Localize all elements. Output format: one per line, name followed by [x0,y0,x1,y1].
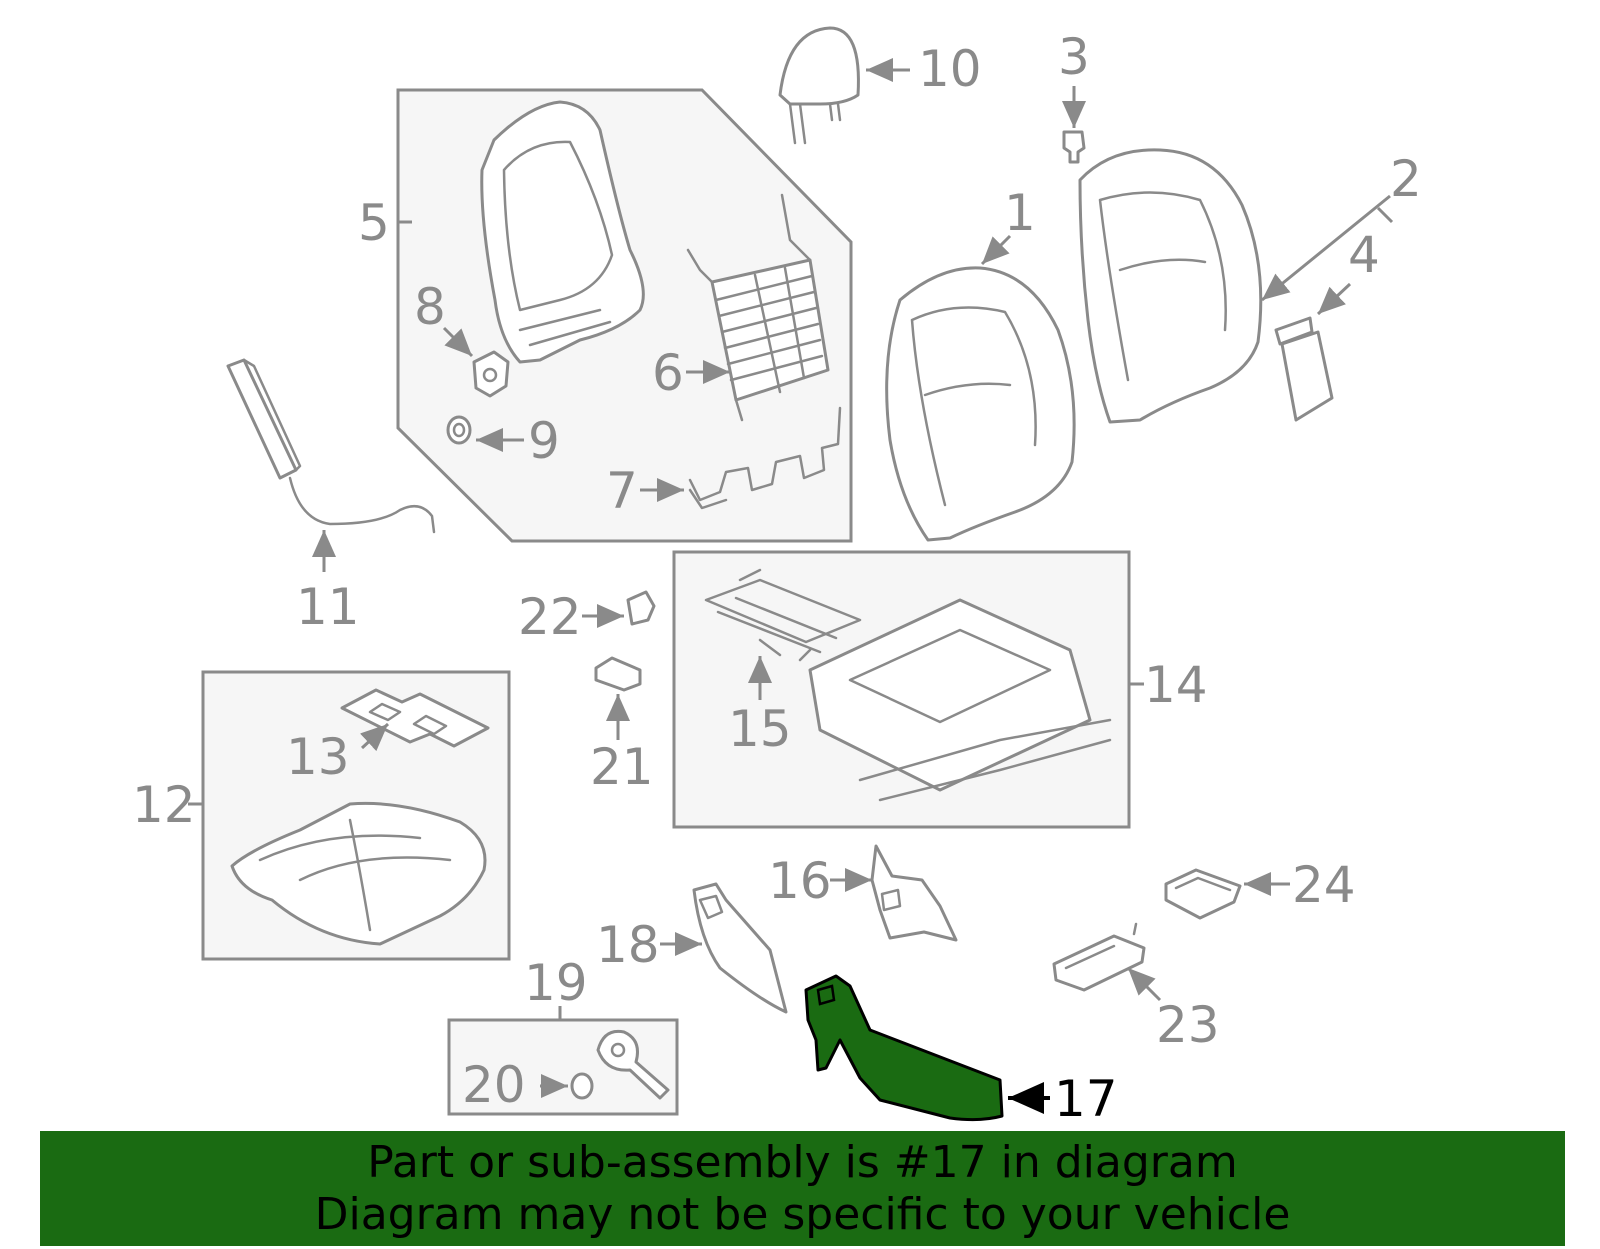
label-17: 17 [1054,1070,1118,1128]
part-4-tag [1274,316,1334,422]
label-12: 12 [132,776,196,834]
label-10: 10 [918,40,982,98]
label-7: 7 [606,462,638,520]
part-18-shield [692,882,788,1014]
label-9: 9 [528,412,560,470]
label-23: 23 [1156,996,1220,1054]
label-19: 19 [524,954,588,1012]
label-20: 20 [462,1056,526,1114]
label-8: 8 [414,278,446,336]
part-23-ecu [1052,922,1146,992]
callout-labels: 10 3 1 2 4 5 8 6 9 7 11 22 21 15 14 13 1… [132,28,1422,1128]
part-7-spring [688,406,842,510]
label-3: 3 [1058,28,1090,86]
label-13: 13 [286,728,350,786]
label-18: 18 [596,916,660,974]
label-6: 6 [652,344,684,402]
part-21-clip [594,656,642,692]
part-13-mat [340,688,490,748]
label-16: 16 [768,852,832,910]
part-8-recliner [472,350,510,398]
part-10-headrest [778,26,860,145]
part-17-cover-highlight [804,974,1004,1122]
part-3-clip [1062,130,1086,164]
banner-line-1: Part or sub-assembly is #17 in diagram [367,1137,1238,1188]
info-banner: Part or sub-assembly is #17 in diagram D… [40,1131,1565,1246]
part-2-seat-back-cover [1078,148,1263,424]
part-12-cushion-cover [230,801,487,946]
label-1: 1 [1004,184,1036,242]
part-11-airbag [226,358,436,534]
label-14: 14 [1144,656,1208,714]
part-1-seat-back-pad [885,266,1076,542]
part-20-ring [570,1072,594,1100]
label-2: 2 [1390,150,1422,208]
label-22: 22 [518,588,582,646]
leader-lines [188,58,1394,1114]
part-14-track [808,598,1112,802]
label-21: 21 [590,738,654,796]
label-24: 24 [1292,856,1356,914]
label-5: 5 [358,194,390,252]
label-4: 4 [1348,226,1380,284]
part-9-washer [446,415,472,445]
banner-line-2: Diagram may not be specific to your vehi… [314,1189,1291,1240]
part-22-bracket [626,590,656,626]
part-15-rails [704,568,862,662]
part-19-lever [596,1029,670,1100]
part-5-frame [480,100,645,364]
part-16-bracket [870,844,958,942]
part-24-module [1164,868,1242,920]
label-11: 11 [296,578,360,636]
label-15: 15 [728,700,792,758]
